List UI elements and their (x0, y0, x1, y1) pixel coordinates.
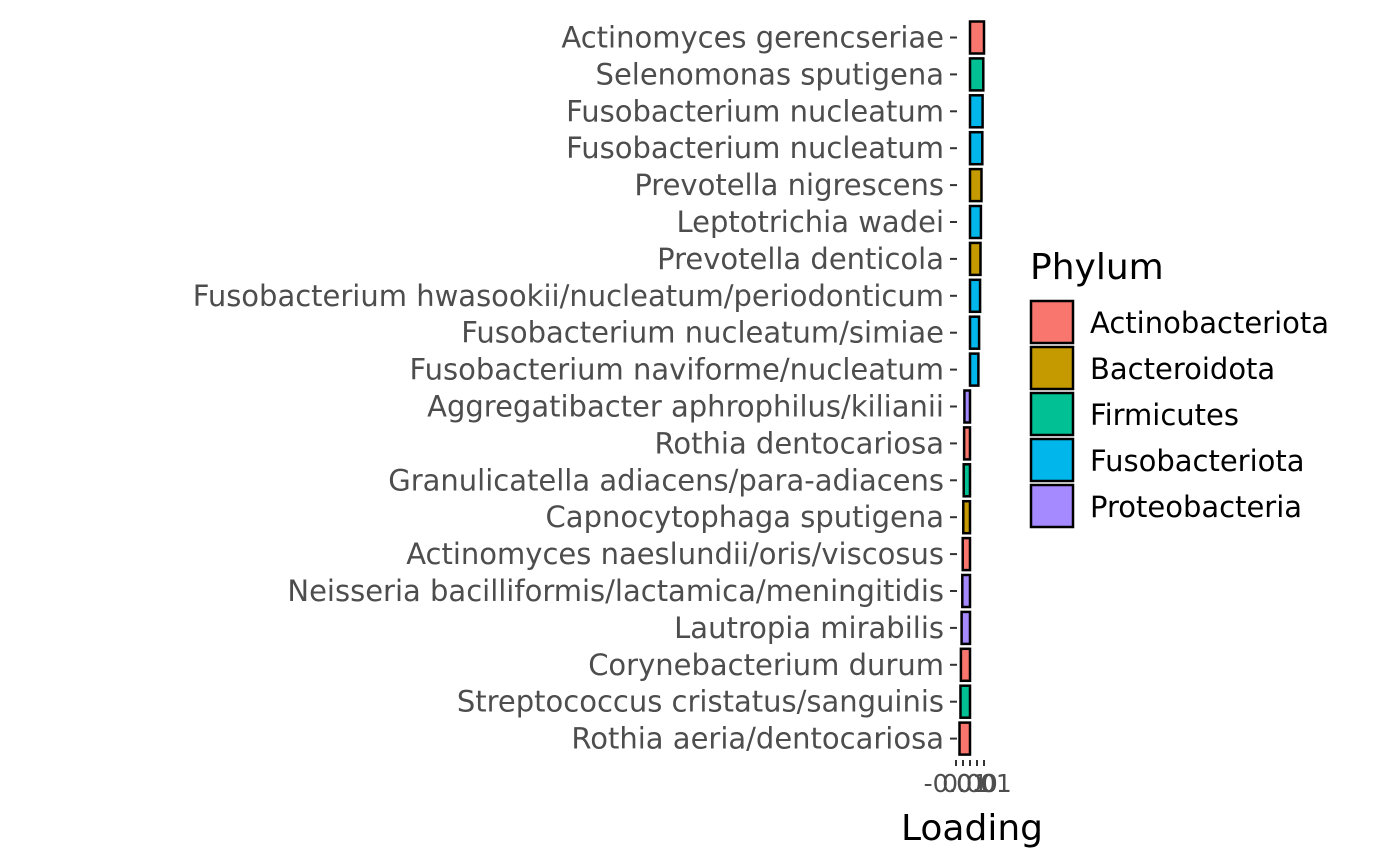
bar-2 (968, 94, 984, 129)
legend-key-fusobacteriota (1029, 437, 1075, 483)
legend-title: Phylum (1030, 247, 1164, 288)
category-label-10: Aggregatibacter aphrophilus/kilianii (427, 390, 944, 424)
bar-13 (962, 499, 972, 535)
bar-6 (968, 241, 982, 277)
legend-label-firmicutes: Firmicutes (1090, 398, 1239, 432)
legend: Phylum ActinobacteriotaBacteroidotaFirmi… (1029, 247, 1329, 529)
category-label-14: Actinomyces naeslundii/oris/viscosus (406, 537, 944, 571)
category-label-17: Corynebacterium durum (588, 648, 944, 682)
category-label-16: Lautropia mirabilis (674, 611, 944, 645)
legend-label-proteobacteria: Proteobacteria (1090, 490, 1302, 524)
bar-19 (958, 721, 972, 756)
bar-12 (962, 463, 972, 498)
bar-11 (962, 426, 972, 461)
bar-1 (968, 57, 985, 92)
x-tick-label-1: 0.00 (942, 769, 998, 798)
category-label-5: Leptotrichia wadei (676, 205, 944, 239)
legend-entries: ActinobacteriotaBacteroidotaFirmicutesFu… (1029, 299, 1329, 529)
bar-8 (968, 315, 981, 350)
category-label-3: Fusobacterium nucleatum (566, 131, 944, 165)
legend-label-bacteroidota: Bacteroidota (1090, 352, 1275, 386)
x-tick-label-0: -0.01 (924, 769, 989, 798)
bar-16 (960, 610, 972, 646)
category-label-9: Fusobacterium naviforme/nucleatum (410, 353, 944, 387)
category-label-6: Prevotella denticola (657, 242, 944, 276)
legend-key-actinobacteriota (1029, 299, 1075, 345)
bar-5 (968, 204, 983, 240)
category-label-8: Fusobacterium nucleatum/simiae (461, 316, 944, 350)
legend-key-firmicutes (1029, 391, 1075, 437)
category-label-15: Neisseria bacilliformis/lactamica/mening… (287, 574, 944, 608)
x-tick-label-2: 0.01 (956, 769, 1012, 798)
category-label-0: Actinomyces gerencseriae (561, 21, 944, 55)
category-label-2: Fusobacterium nucleatum (566, 94, 944, 128)
bar-10 (963, 389, 972, 424)
bar-3 (968, 130, 984, 166)
bar-14 (961, 536, 972, 572)
category-label-13: Capnocytophaga sputigena (546, 500, 944, 534)
category-label-1: Selenomonas sputigena (596, 57, 944, 91)
bar-4 (968, 167, 983, 203)
legend-label-actinobacteriota: Actinobacteriota (1090, 306, 1329, 340)
category-label-7: Fusobacterium hwasookii/nucleatum/period… (193, 279, 944, 313)
category-label-11: Rothia dentocariosa (655, 426, 944, 460)
category-label-12: Granulicatella adiacens/para-adiacens (388, 463, 944, 497)
legend-key-proteobacteria (1029, 483, 1075, 529)
x-axis: -0.010.000.01 (924, 760, 1012, 798)
bars-group (958, 20, 986, 756)
category-label-4: Prevotella nigrescens (634, 168, 944, 202)
bar-9 (968, 352, 980, 387)
bar-7 (968, 278, 982, 314)
category-label-18: Streptococcus cristatus/sanguinis (457, 685, 944, 719)
legend-key-bacteroidota (1029, 345, 1075, 391)
bar-18 (959, 684, 972, 719)
legend-label-fusobacteriota: Fusobacteriota (1090, 444, 1305, 478)
bar-17 (959, 647, 972, 683)
bar-15 (961, 573, 972, 609)
category-label-19: Rothia aeria/dentocariosa (571, 722, 944, 756)
x-axis-title: Loading (901, 808, 1043, 849)
bar-0 (968, 20, 986, 55)
